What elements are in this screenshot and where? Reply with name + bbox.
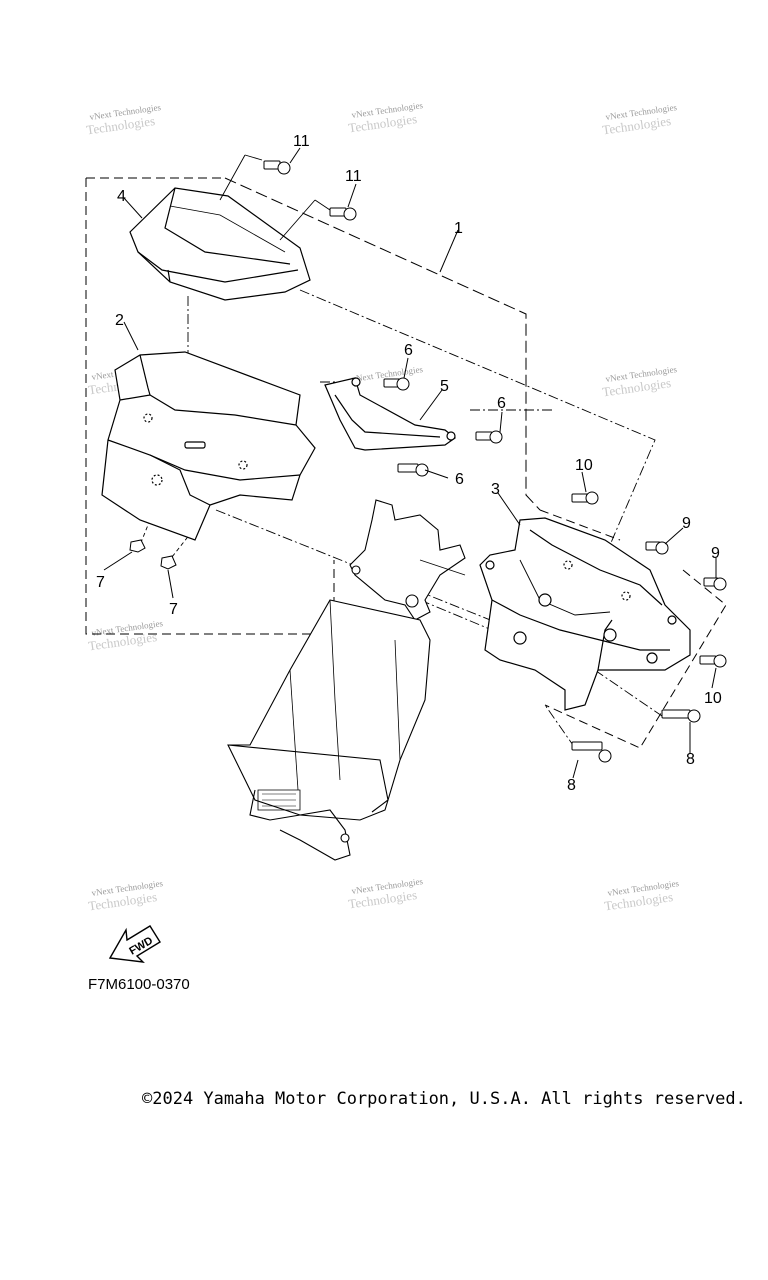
callout-1: 1 [454, 220, 463, 237]
watermark: vNext Technologies Technologies [601, 364, 678, 400]
callout-2: 2 [115, 312, 124, 329]
hardware-boundary [539, 509, 727, 749]
nut-7-right [160, 555, 177, 570]
callout-11: 11 [345, 168, 362, 185]
screw-9-upper [645, 541, 669, 555]
bolt-11-lower [329, 207, 357, 221]
fwd-arrow-icon: FWD [108, 925, 161, 963]
bolt-11-upper [263, 160, 291, 175]
part-2-meter-panel [101, 351, 316, 541]
callout-10: 10 [704, 690, 722, 707]
bolt-8-left [571, 741, 612, 763]
part-3-side-cover [479, 517, 691, 711]
watermark: vNext Technologies Technologies [603, 878, 680, 914]
part-5-bracket [324, 377, 457, 451]
assembly-boundary-1-right [224, 177, 541, 511]
callout-9: 9 [682, 515, 691, 532]
callout-6: 6 [455, 471, 464, 488]
callouts: 11 11 4 1 2 6 5 6 6 10 3 9 9 7 7 10 8 8 [96, 133, 722, 794]
watermark: vNext Technologies Technologies [601, 102, 678, 138]
callout-3: 3 [491, 481, 500, 498]
callout-4: 4 [117, 188, 126, 205]
callout-11: 11 [293, 133, 310, 150]
callout-6: 6 [497, 395, 506, 412]
callout-10: 10 [575, 457, 593, 474]
part-4-meter-cover [129, 187, 311, 301]
bolt-8-right [661, 709, 701, 723]
assembly-boundary-1 [85, 177, 335, 635]
callout-8: 8 [686, 751, 695, 768]
callout-5: 5 [440, 378, 449, 395]
bolt-10-upper [571, 491, 599, 505]
nut-7-left [129, 539, 146, 553]
callout-7: 7 [169, 601, 178, 618]
figure-code: F7M6100-0370 [88, 976, 190, 993]
callout-9: 9 [711, 545, 720, 562]
watermark: vNext Technologies Technologies [85, 102, 162, 138]
watermark: vNext Technologies Technologies [347, 100, 424, 136]
screw-6-bottom [397, 463, 429, 477]
callout-7: 7 [96, 574, 105, 591]
callout-8: 8 [567, 777, 576, 794]
screw-9-lower [703, 577, 727, 591]
watermark: vNext Technologies Technologies [347, 876, 424, 912]
callout-leaders [103, 147, 717, 779]
bolt-10-lower [699, 654, 727, 668]
copyright-notice: ©2024 Yamaha Motor Corporation, U.S.A. A… [142, 1089, 746, 1109]
watermark: vNext Technologies Technologies [87, 618, 164, 654]
screw-6-top [383, 377, 410, 391]
fasteners [129, 160, 727, 763]
steering-column [227, 499, 466, 861]
watermark: vNext Technologies Technologies [87, 878, 164, 914]
screw-6-right [475, 430, 503, 444]
callout-6: 6 [404, 342, 413, 359]
